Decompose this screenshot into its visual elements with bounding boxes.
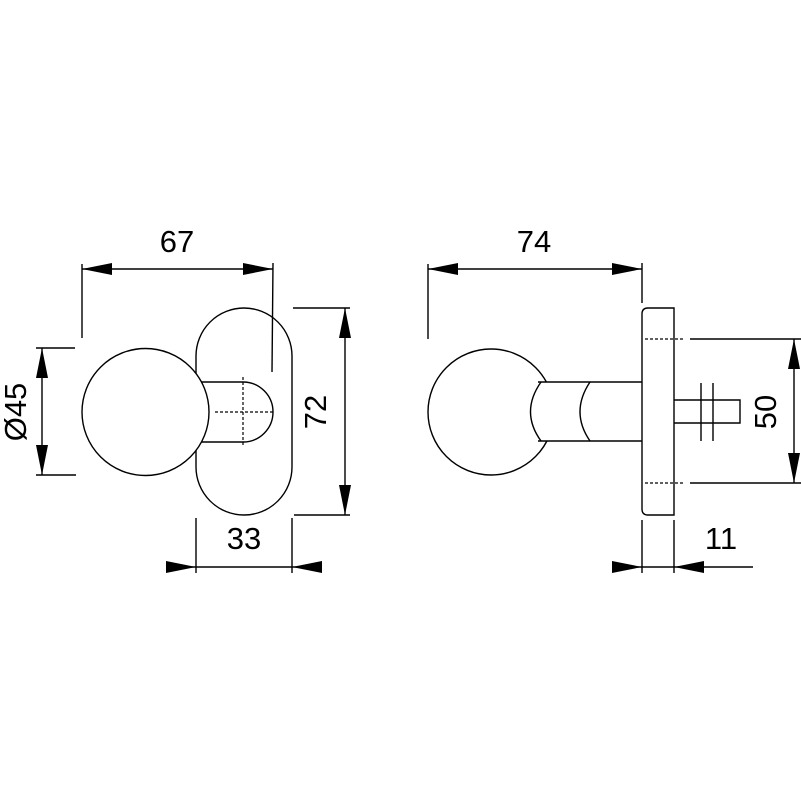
rose-side xyxy=(641,307,675,516)
dimension-33: 33 xyxy=(166,518,322,573)
dimension-label-74: 74 xyxy=(517,224,551,259)
spindle-side xyxy=(674,399,741,424)
dimension-label-67: 67 xyxy=(160,224,194,259)
dimension-74: 74 xyxy=(427,224,643,339)
dimension-50: 50 xyxy=(690,338,801,484)
dimension-label-72: 72 xyxy=(298,395,333,429)
neck-arc-2 xyxy=(579,381,591,442)
dimension-label-33: 33 xyxy=(227,521,261,556)
dimension-label-diameter-45: Ø45 xyxy=(0,383,33,442)
rose-oval xyxy=(195,307,293,516)
dimension-67: 67 xyxy=(81,224,274,373)
neck-arc-1 xyxy=(529,381,542,442)
dimension-11: 11 xyxy=(612,520,753,573)
dimension-72: 72 xyxy=(293,307,351,516)
dimension-label-11: 11 xyxy=(705,521,737,556)
front-view: 67 Ø45 72 33 xyxy=(0,224,351,573)
dimension-label-50: 50 xyxy=(748,395,783,429)
side-view: 74 50 11 xyxy=(427,224,801,573)
knob-circle xyxy=(81,347,210,477)
dimension-diameter-45: Ø45 xyxy=(0,347,76,476)
neck-fill xyxy=(530,382,642,441)
